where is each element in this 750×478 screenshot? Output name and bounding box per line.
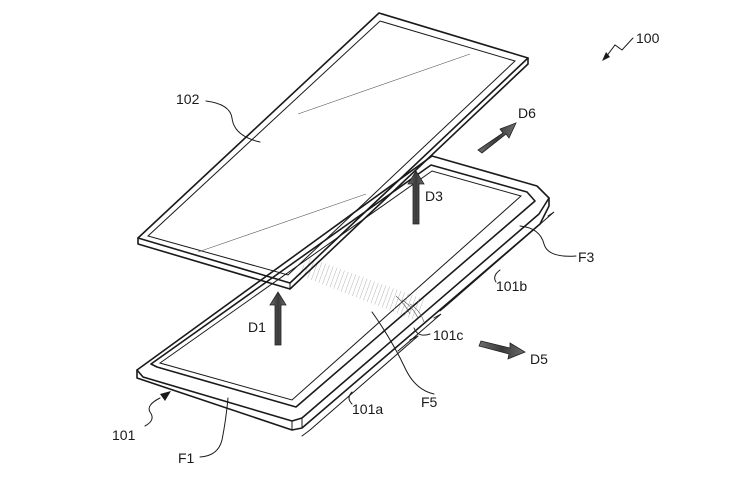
leader-101a bbox=[348, 391, 353, 405]
label-d1: D1 bbox=[248, 319, 266, 335]
arrow-d3 bbox=[407, 170, 425, 225]
hinge-area-texture bbox=[296, 258, 426, 320]
leader-lines bbox=[199, 100, 577, 458]
hinge-fold-line-3 bbox=[409, 303, 425, 323]
label-101b: 101b bbox=[496, 278, 527, 294]
cover-102 bbox=[137, 12, 529, 290]
ref-101-arrow bbox=[144, 391, 171, 427]
housing-outer-top-edge bbox=[136, 155, 550, 422]
bracket-101b bbox=[439, 211, 555, 312]
housing-inner-rim bbox=[150, 164, 536, 408]
leader-f5 bbox=[371, 311, 435, 395]
leader-101c bbox=[413, 327, 431, 336]
label-d6: D6 bbox=[518, 105, 536, 121]
label-f3: F3 bbox=[578, 249, 595, 265]
label-102: 102 bbox=[176, 91, 200, 107]
label-f1: F1 bbox=[178, 450, 195, 466]
label-d3: D3 bbox=[425, 188, 443, 204]
leader-102 bbox=[205, 100, 261, 143]
dimension-brackets bbox=[301, 211, 555, 437]
label-101a: 101a bbox=[352, 401, 383, 417]
cover-glare-1 bbox=[197, 193, 367, 253]
leader-101b bbox=[494, 269, 501, 283]
arrow-d6 bbox=[477, 122, 517, 154]
label-d5: D5 bbox=[530, 351, 548, 367]
housing-101 bbox=[136, 155, 550, 431]
arrow-d1 bbox=[269, 291, 287, 346]
label-f5: F5 bbox=[421, 394, 438, 410]
leader-f1 bbox=[199, 397, 229, 458]
hinge-fold-line bbox=[401, 299, 419, 319]
label-101: 101 bbox=[112, 427, 136, 443]
hinge-fold-line-2 bbox=[395, 295, 411, 315]
label-101c: 101c bbox=[433, 327, 463, 343]
cover-glare-2 bbox=[297, 53, 471, 115]
cover-inner-outline bbox=[147, 20, 516, 276]
bracket-101c bbox=[397, 313, 442, 352]
leader-f3 bbox=[519, 225, 577, 257]
ref-100-arrow bbox=[602, 37, 634, 61]
arrow-d5 bbox=[478, 340, 526, 360]
label-100: 100 bbox=[636, 30, 660, 46]
